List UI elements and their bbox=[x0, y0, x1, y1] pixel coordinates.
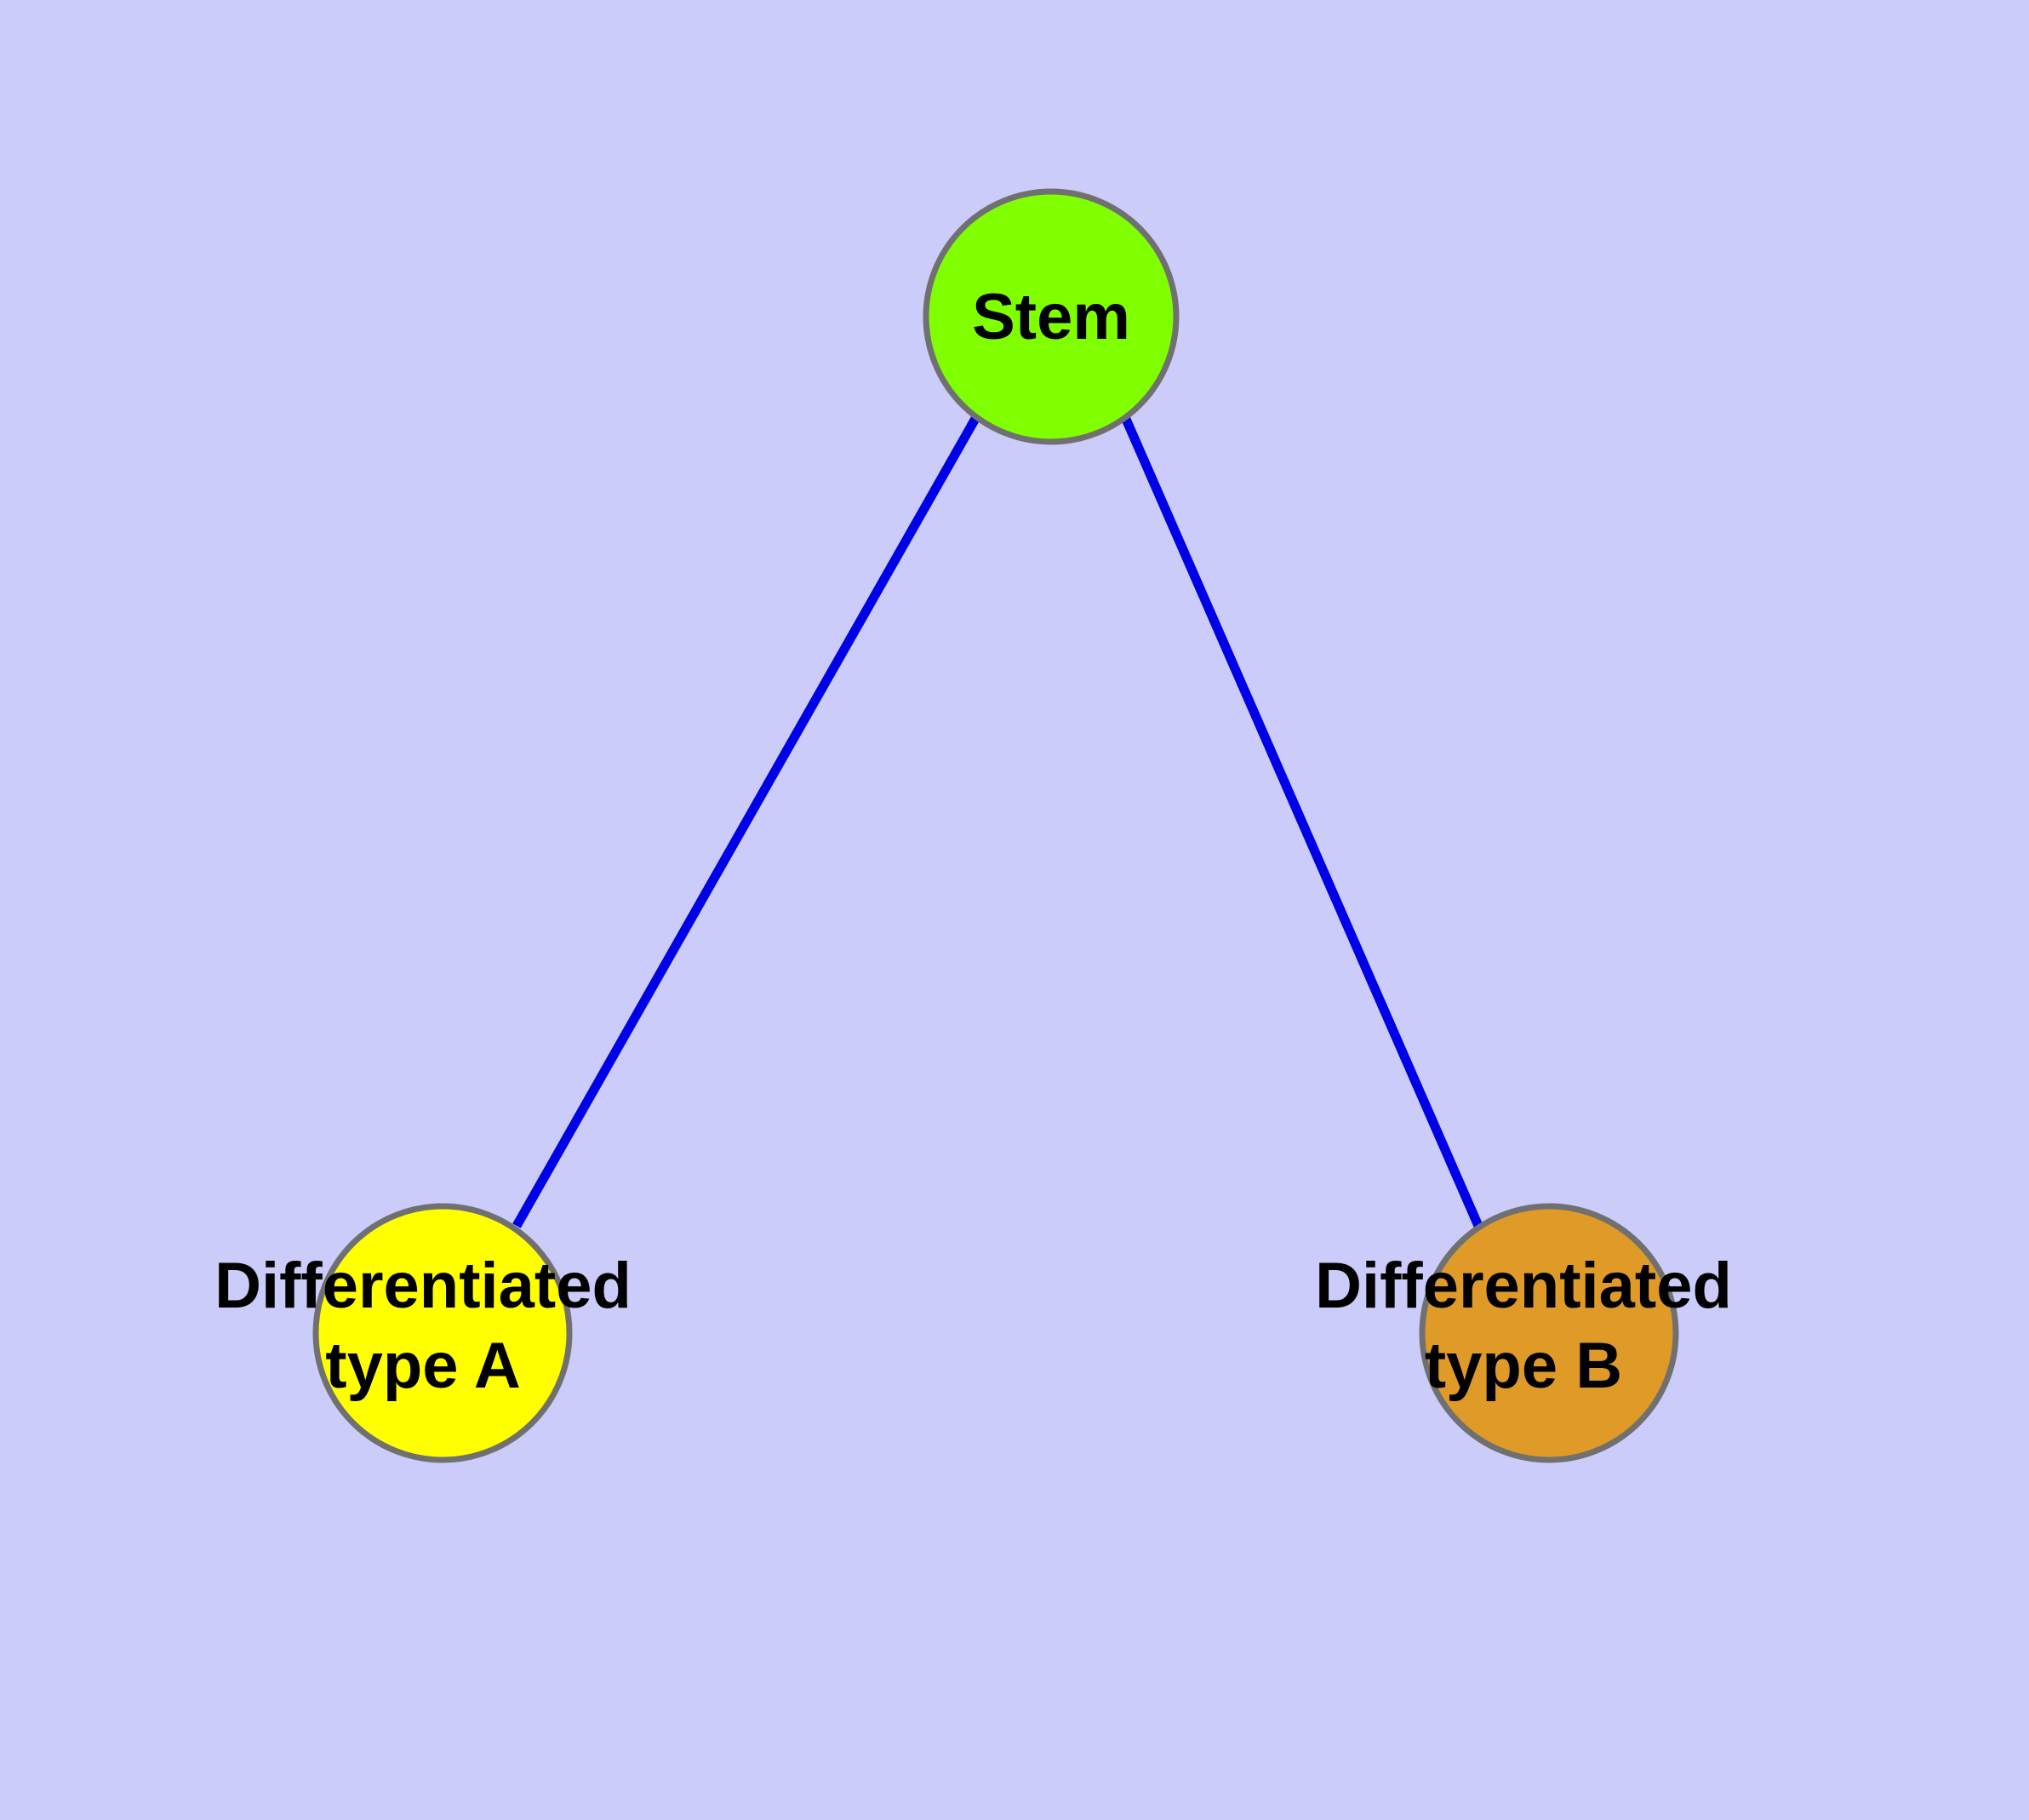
edges-group bbox=[512, 415, 1483, 1228]
node-label-diff-a: Differentiated type A bbox=[214, 1250, 632, 1402]
edge-stem-to-diff-a bbox=[512, 415, 980, 1228]
nodes-group bbox=[312, 188, 1679, 1463]
node-label-line1-stem: Stem bbox=[972, 281, 1130, 353]
edge-stem-to-diff-b bbox=[1120, 415, 1483, 1228]
node-stem[interactable] bbox=[923, 188, 1180, 445]
node-label-line2-diff-b: type B bbox=[1425, 1330, 1622, 1402]
node-label-stem: Stem bbox=[972, 281, 1130, 353]
node-diff-b[interactable] bbox=[1419, 1203, 1679, 1463]
node-diff-a[interactable] bbox=[312, 1203, 573, 1463]
node-label-line1-diff-b: Differentiated bbox=[1315, 1250, 1732, 1322]
node-label-line1-diff-a: Differentiated bbox=[214, 1250, 632, 1322]
node-label-diff-b: Differentiated type B bbox=[1315, 1250, 1732, 1402]
node-label-line2-diff-a: type A bbox=[325, 1330, 520, 1402]
